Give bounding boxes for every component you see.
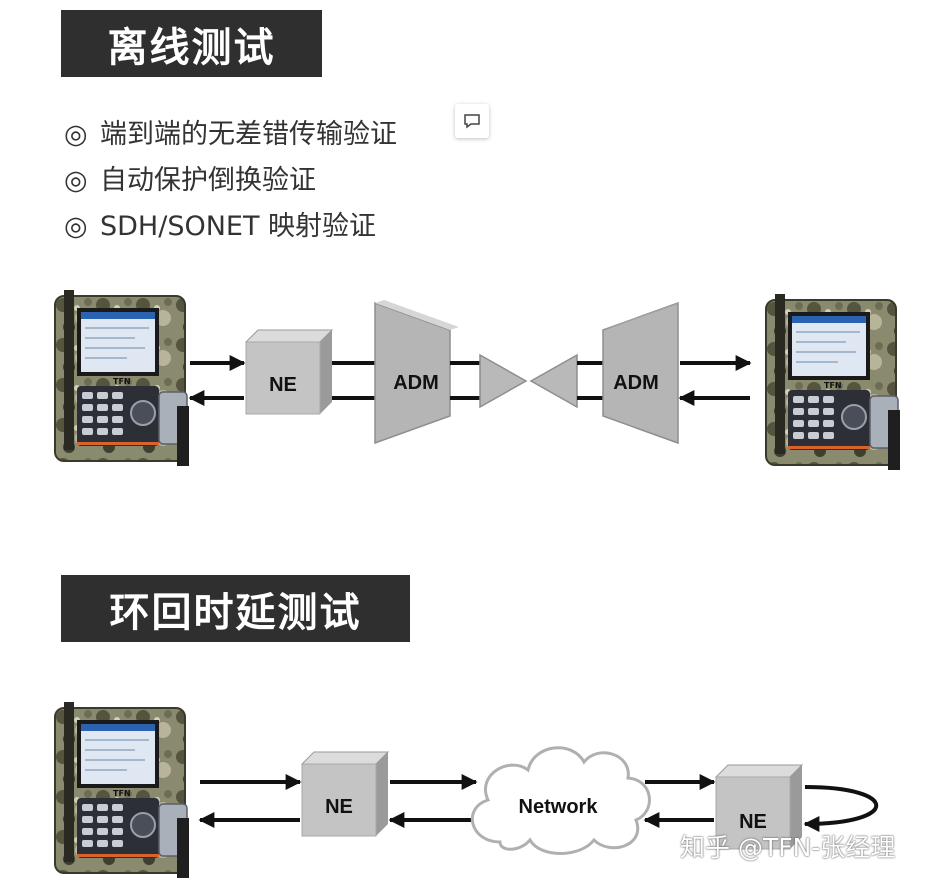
device-brand-label: TFN bbox=[113, 789, 131, 798]
tester-device-icon: TFN bbox=[765, 293, 901, 471]
adm-label: ADM bbox=[393, 372, 439, 394]
device-brand-label: TFN bbox=[113, 377, 131, 386]
ne-node: NE bbox=[301, 751, 389, 837]
adm-node-right: ADM bbox=[602, 300, 687, 445]
triangle-left-icon bbox=[529, 353, 578, 409]
device-brand-label: TFN bbox=[824, 381, 842, 390]
triangle-right-icon bbox=[479, 353, 528, 409]
ne-label: NE bbox=[269, 374, 297, 396]
feature-list: ◎端到端的无差错传输验证 ◎自动保护倒换验证 ◎SDH/SONET 映射验证 bbox=[64, 112, 397, 250]
comment-icon[interactable] bbox=[455, 104, 489, 138]
loopback-title-text: 环回时延测试 bbox=[109, 589, 362, 636]
tester-device-icon: TFN bbox=[54, 289, 190, 467]
adm-label: ADM bbox=[613, 372, 659, 394]
cloud-icon: Network bbox=[470, 746, 651, 855]
ne-node: NE bbox=[245, 329, 333, 415]
list-item: ◎端到端的无差错传输验证 bbox=[64, 119, 397, 150]
list-item: ◎自动保护倒换验证 bbox=[64, 165, 316, 196]
network-label: Network bbox=[519, 796, 599, 818]
adm-node-left: ADM bbox=[374, 300, 459, 445]
tester-device-icon: TFN bbox=[54, 701, 190, 879]
loopback-arrow bbox=[803, 785, 879, 832]
watermark: 知乎 @TFN-张经理 bbox=[680, 833, 896, 862]
section-title-offline: 离线测试 bbox=[61, 10, 322, 77]
list-item: ◎SDH/SONET 映射验证 bbox=[64, 211, 377, 242]
offline-title-text: 离线测试 bbox=[107, 24, 276, 71]
ne-label: NE bbox=[325, 796, 353, 818]
ne-label: NE bbox=[739, 811, 767, 833]
section-title-loopback: 环回时延测试 bbox=[61, 575, 410, 642]
ne-node: NE bbox=[715, 764, 803, 850]
